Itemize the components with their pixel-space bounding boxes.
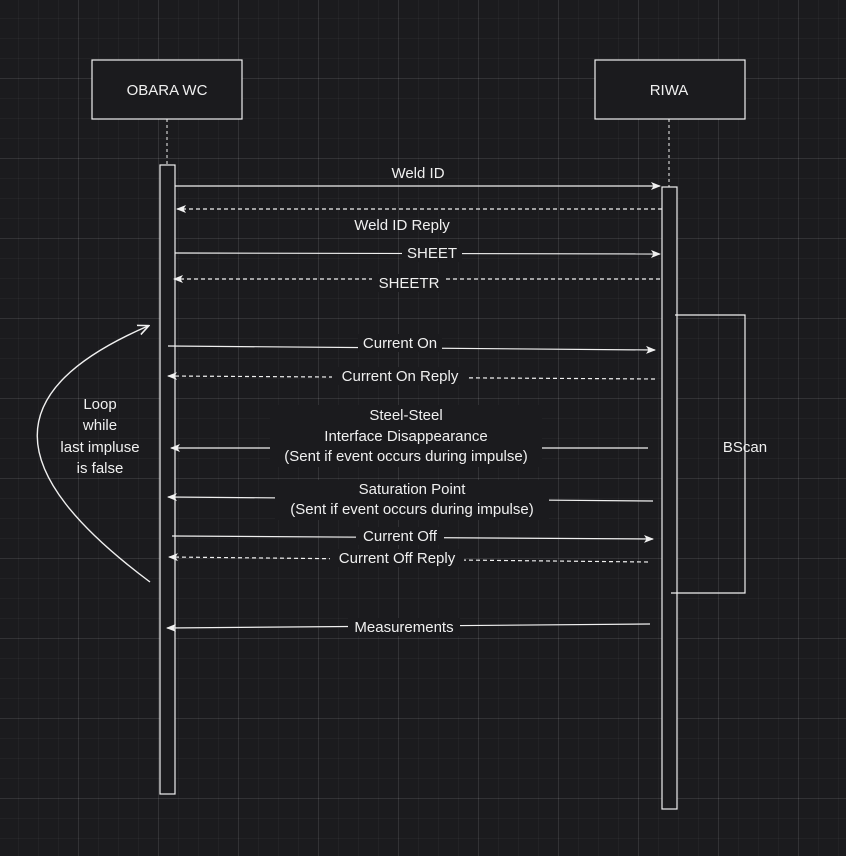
bscan-label: BScan [723,439,767,456]
message-sheetr[interactable]: SHEETR [173,274,660,292]
message-measurements[interactable]: Measurements [166,618,651,636]
message-weld-id-label: Weld ID [391,165,444,182]
loop-arrow[interactable] [36,326,150,583]
loop-label-line4: is false [77,460,124,477]
loop-label-line1: Loop [83,396,116,413]
message-saturation-line1: Saturation Point [359,481,467,498]
activation-bar-obara-wc[interactable] [159,164,176,795]
participant-obara-wc[interactable]: OBARA WC [91,59,243,120]
message-saturation-line2: (Sent if event occurs during impulse) [290,501,533,518]
message-steel-line1: Steel-Steel [369,407,442,424]
participant-obara-wc-label: OBARA WC [127,82,208,99]
message-sheetr-label: SHEETR [379,275,440,292]
message-current-on-reply[interactable]: Current On Reply [167,367,656,385]
message-current-off[interactable]: Current Off [171,527,654,545]
bscan-bracket[interactable] [671,314,746,594]
loop-label-line3: last impluse [60,439,139,456]
message-current-on[interactable]: Current On [167,334,656,354]
message-current-off-label: Current Off [363,528,438,545]
message-current-off-reply-label: Current Off Reply [339,550,456,567]
message-measurements-label: Measurements [354,619,453,636]
message-steel-line3: (Sent if event occurs during impulse) [284,448,527,465]
participant-riwa-label: RIWA [650,82,689,99]
message-current-off-reply[interactable]: Current Off Reply [168,549,649,567]
message-saturation-point[interactable]: Saturation Point (Sent if event occurs d… [167,480,654,520]
loop-label-line2: while [82,417,117,434]
activation-bar-riwa[interactable] [661,186,678,810]
message-weld-id-reply-label: Weld ID Reply [354,217,450,234]
message-steel-line2: Interface Disappearance [324,428,487,445]
message-sheet[interactable]: SHEET [174,244,661,262]
message-current-on-label: Current On [363,335,437,352]
message-steel-steel-interface[interactable]: Steel-Steel Interface Disappearance (Sen… [170,405,648,467]
message-weld-id-reply[interactable]: Weld ID Reply [176,205,662,234]
participant-riwa[interactable]: RIWA [594,59,746,120]
message-sheet-label: SHEET [407,245,457,262]
message-weld-id[interactable]: Weld ID [175,165,661,190]
message-current-on-reply-label: Current On Reply [342,368,459,385]
